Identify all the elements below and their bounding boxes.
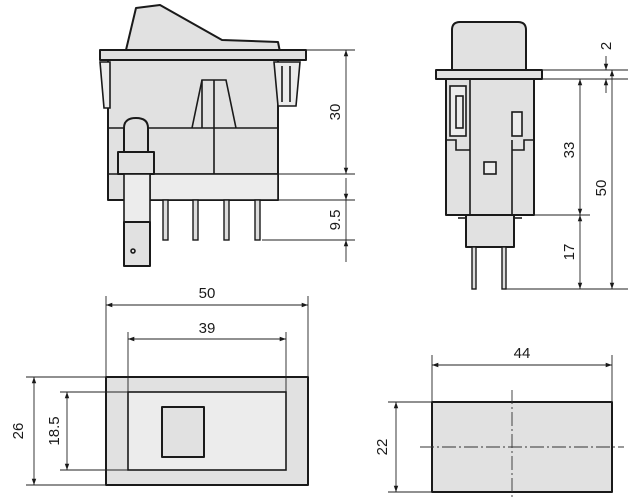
dim-bezel-width: 50 (199, 285, 216, 302)
front-rocker-cap (451, 21, 527, 71)
dim-front-pin-section: 17 (561, 244, 578, 261)
side-base (149, 173, 279, 201)
side-lamp (123, 117, 149, 153)
side-pin-1 (162, 199, 169, 241)
dim-body-width: 39 (199, 320, 216, 337)
side-pin-3 (223, 199, 230, 241)
side-terminal-housing (117, 151, 155, 175)
front-pin-2 (501, 246, 507, 290)
front-indicator (483, 161, 497, 175)
side-pin-4 (254, 199, 261, 241)
front-bezel-flange (435, 69, 543, 80)
side-pin-2 (192, 199, 199, 241)
dim-front-upper-height: 33 (561, 142, 578, 159)
dim-front-cap-height: 2 (598, 42, 615, 50)
dim-cutout-width: 44 (514, 345, 531, 362)
front-view: 2 33 17 50 (435, 21, 628, 290)
bezel-body (127, 391, 287, 471)
bezel-view: 50 39 26 18.5 (10, 285, 309, 486)
side-bezel-flange (99, 49, 307, 61)
dim-cutout-height: 22 (374, 439, 391, 456)
cutout-view: 44 22 (374, 345, 624, 500)
side-view: 30 9.5 (99, 4, 355, 267)
front-pin-base (465, 214, 515, 248)
bezel-actuator-window (161, 406, 205, 458)
side-right-clip (273, 61, 301, 107)
dim-front-total-height: 50 (593, 180, 610, 197)
front-pin-1 (471, 246, 477, 290)
rocker-actuator (125, 4, 281, 53)
front-window (511, 111, 523, 137)
dim-body-height: 18.5 (46, 416, 63, 445)
side-terminal-tab (123, 221, 151, 267)
dim-pin-length: 9.5 (327, 210, 344, 231)
dim-bezel-height: 26 (10, 423, 27, 440)
side-left-clip (99, 61, 111, 109)
dim-side-body-height: 30 (327, 104, 344, 121)
